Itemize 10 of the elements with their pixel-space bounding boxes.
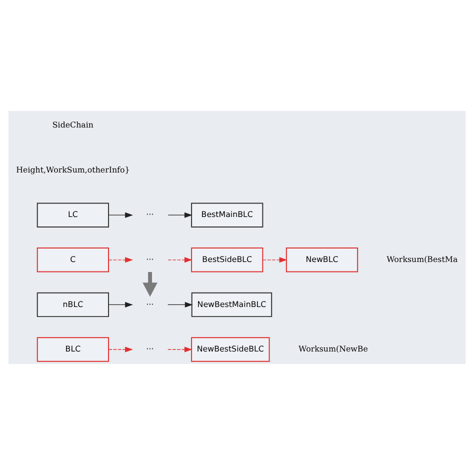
arrow [168,256,192,262]
arrow [108,346,133,352]
arrow [108,301,133,307]
arrow [168,346,192,352]
arrow [142,271,158,296]
arrow [108,212,133,218]
arrow [262,256,288,262]
arrow [108,256,133,262]
arrow [168,301,193,307]
arrow [168,212,192,218]
